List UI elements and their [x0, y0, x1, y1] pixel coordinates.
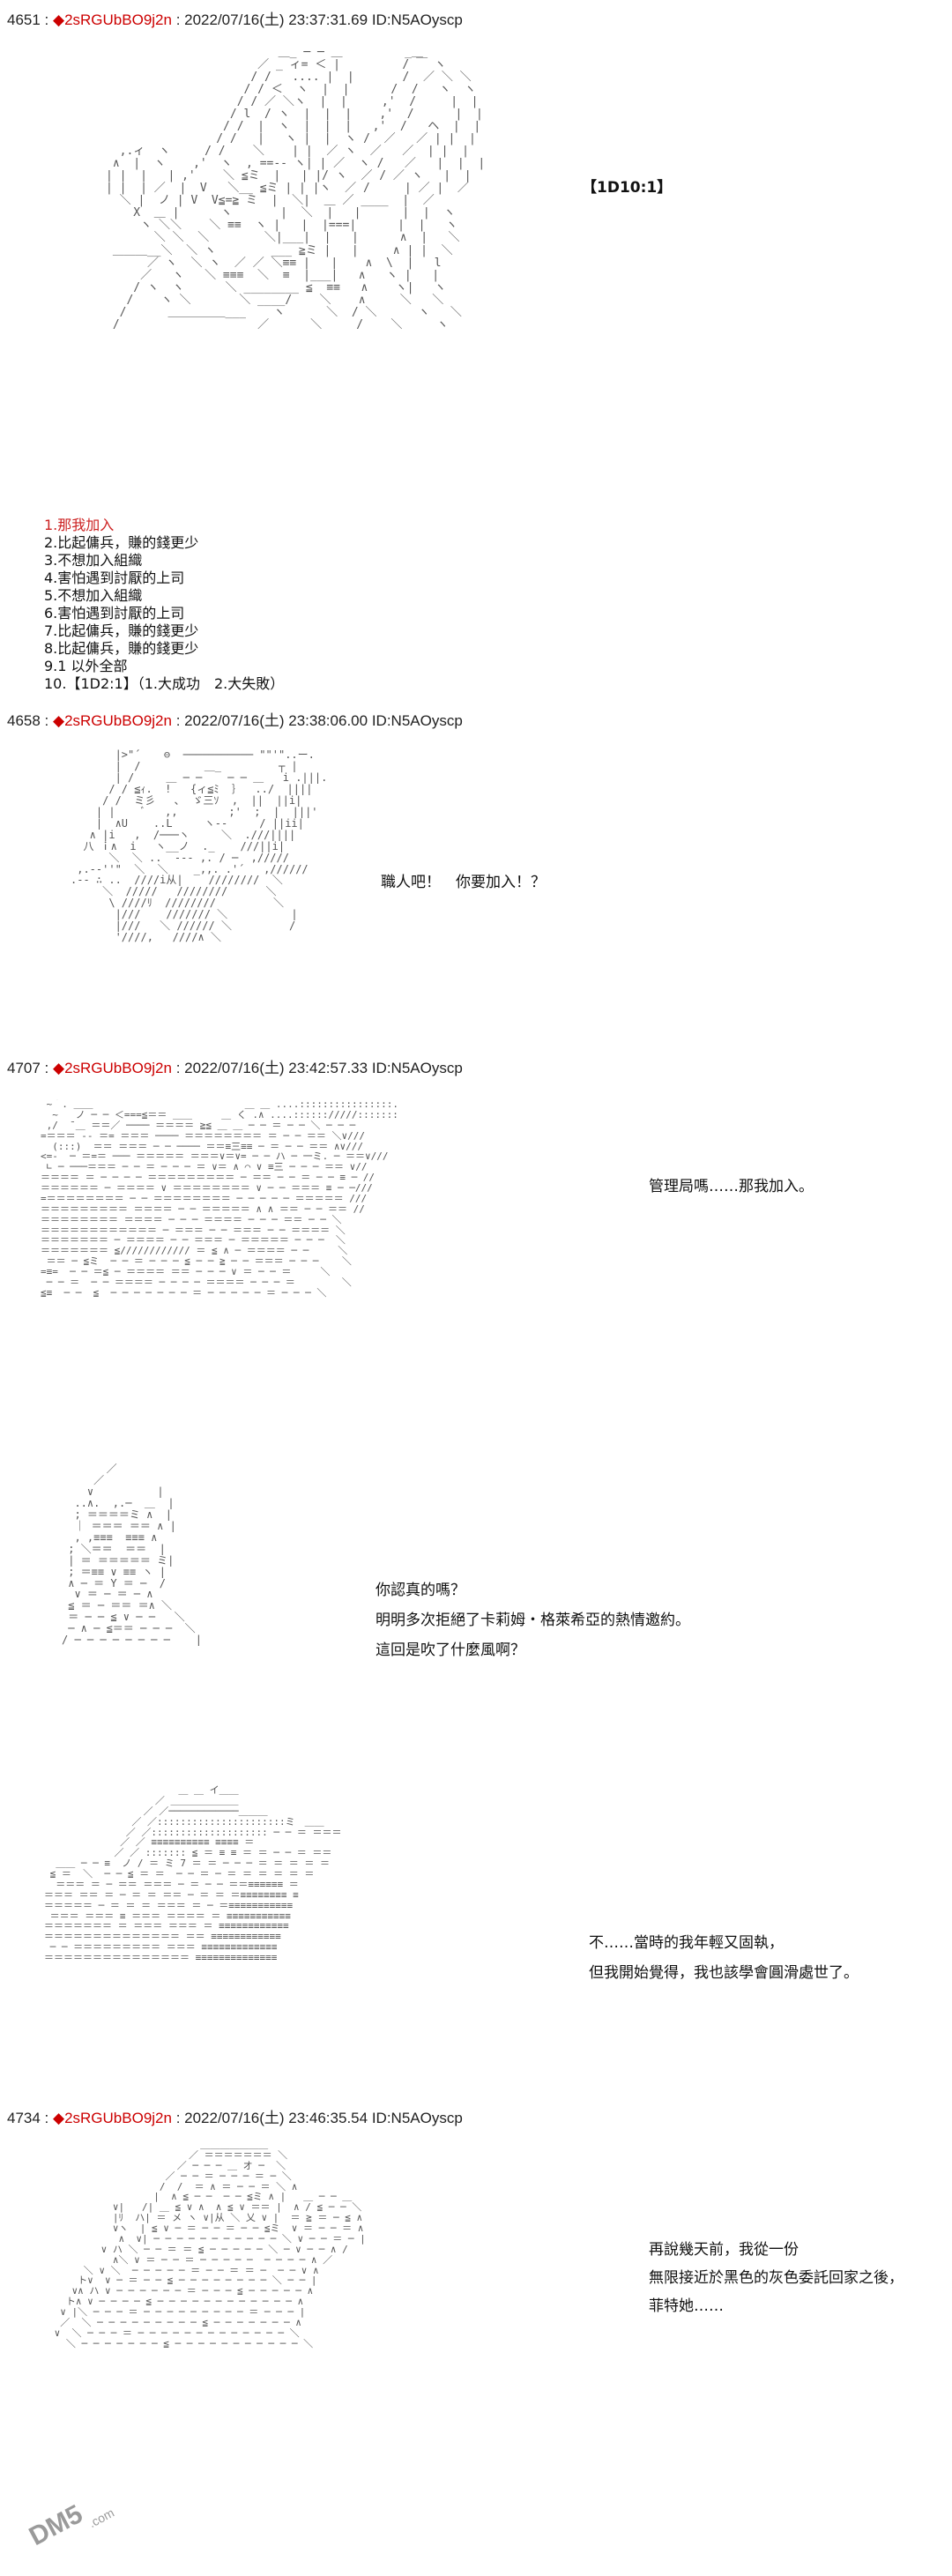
dialog-line: 管理局嗎……那我加入。: [649, 1178, 814, 1195]
ascii-art-figures: ＿＿＿＿＿＿＿ ／ ＝＝＝＝＝＝＝ ＼ ／ ─ ─ ─ ＿ オ ─ ＼ ／ ─ …: [54, 2140, 366, 2349]
dialog-line: 職人吧！ 你要加入！？: [381, 874, 546, 891]
post-id: ID:N5AOyscp: [371, 712, 463, 729]
post-datetime: 2022/07/16(土) 23:46:35.54: [184, 2110, 368, 2126]
choice-item: 1.那我加入: [44, 517, 115, 533]
dialog-line: 無限接近於黑色的灰色委託回家之後，: [649, 2269, 904, 2287]
watermark-url-text: .com: [86, 2505, 116, 2530]
tripcode[interactable]: ◆2sRGUbBO9j2n: [53, 11, 172, 28]
watermark-logo-text: DM5: [25, 2499, 87, 2551]
dialog-line: 明明多次拒絕了卡莉姆・格萊希亞的熱情邀約。: [376, 1612, 690, 1629]
post-header-4651: 4651 : ◆2sRGUbBO9j2n : 2022/07/16(土) 23:…: [7, 11, 463, 28]
tripcode[interactable]: ◆2sRGUbBO9j2n: [53, 2110, 172, 2126]
post-id: ID:N5AOyscp: [371, 1060, 463, 1076]
post-datetime: 2022/07/16(土) 23:42:57.33: [184, 1060, 368, 1076]
tripcode[interactable]: ◆2sRGUbBO9j2n: [53, 712, 172, 729]
choice-list: 1.那我加入 2.比起傭兵，賺的錢更少 3.不想加入組織 4.害怕遇到討厭的上司…: [44, 517, 284, 693]
post-number: 4658: [7, 712, 41, 729]
dialog-line: 你認真的嗎？: [376, 1582, 465, 1599]
choice-item: 5.不想加入組織: [44, 587, 143, 604]
post-number: 4707: [7, 1060, 41, 1076]
ascii-art-smoking-man: ／ ／ ∨ | ..∧. ,.─ ＿ | ; ＝＝＝＝ミ ∧ | ｜ ＝＝＝ ＝…: [62, 1463, 202, 1647]
dialog-line: 不……當時的我年輕又固執，: [589, 1934, 784, 1952]
post-number: 4651: [7, 11, 41, 28]
choice-item: 9.1 以外全部: [44, 658, 128, 674]
post-header-4734: 4734 : ◆2sRGUbBO9j2n : 2022/07/16(土) 23:…: [7, 2110, 463, 2126]
post-number: 4734: [7, 2110, 41, 2126]
choice-item: 2.比起傭兵，賺的錢更少: [44, 534, 199, 551]
dice-result: 【1D10:1】: [582, 179, 673, 197]
post-id: ID:N5AOyscp: [371, 11, 463, 28]
tripcode[interactable]: ◆2sRGUbBO9j2n: [53, 1060, 172, 1076]
dialog-line: 菲特她……: [649, 2297, 724, 2315]
dm5-logo-icon: DM5 .com: [25, 2499, 116, 2551]
post-id: ID:N5AOyscp: [371, 2110, 463, 2126]
dialog-line: 但我開始覺得，我也該學會圓滑處世了。: [589, 1964, 859, 1982]
post-header-4707: 4707 : ◆2sRGUbBO9j2n : 2022/07/16(土) 23:…: [7, 1060, 463, 1076]
post-datetime: 2022/07/16(土) 23:37:31.69: [184, 11, 368, 28]
choice-item: 10.【1D2:1】（1.大成功 2.大失敗）: [44, 675, 285, 692]
post-header-4658: 4658 : ◆2sRGUbBO9j2n : 2022/07/16(土) 23:…: [7, 712, 463, 729]
dm5-watermark: DM5 .com: [7, 2475, 130, 2555]
ascii-art-cityscape: ＿ ＿ イ＿＿ ／ ＿＿＿＿＿＿＿ ／ ／────────────＿＿＿ ／ ／…: [44, 1785, 342, 1963]
dialog-line: 再說幾天前，我從一份: [649, 2241, 799, 2259]
choice-item: 4.害怕遇到討厭的上司: [44, 570, 185, 586]
dialog-line: 這回是吹了什麼風啊？: [376, 1642, 525, 1659]
ascii-art-warrior: ＿_ ─ ─ ＿ _＿ ／ _ ィ= ＜ | / ￣ ヽ / / .... | …: [106, 47, 486, 331]
ascii-art-man: |>"´ ￣ ⊖ ─────────── ""'"..ー. | / ＿_ ┬ |…: [71, 749, 328, 944]
choice-item: 3.不想加入組織: [44, 552, 143, 569]
post-datetime: 2022/07/16(土) 23:38:06.00: [184, 712, 368, 729]
ascii-art-battle: ~｀. ＿＿ ＿ ＿ ....::::::::::::::::. ~ ノ ─ ─…: [41, 1099, 398, 1299]
choice-item: 8.比起傭兵，賺的錢更少: [44, 640, 199, 657]
choice-item: 7.比起傭兵，賺的錢更少: [44, 622, 199, 639]
choice-item: 6.害怕遇到討厭的上司: [44, 605, 185, 622]
